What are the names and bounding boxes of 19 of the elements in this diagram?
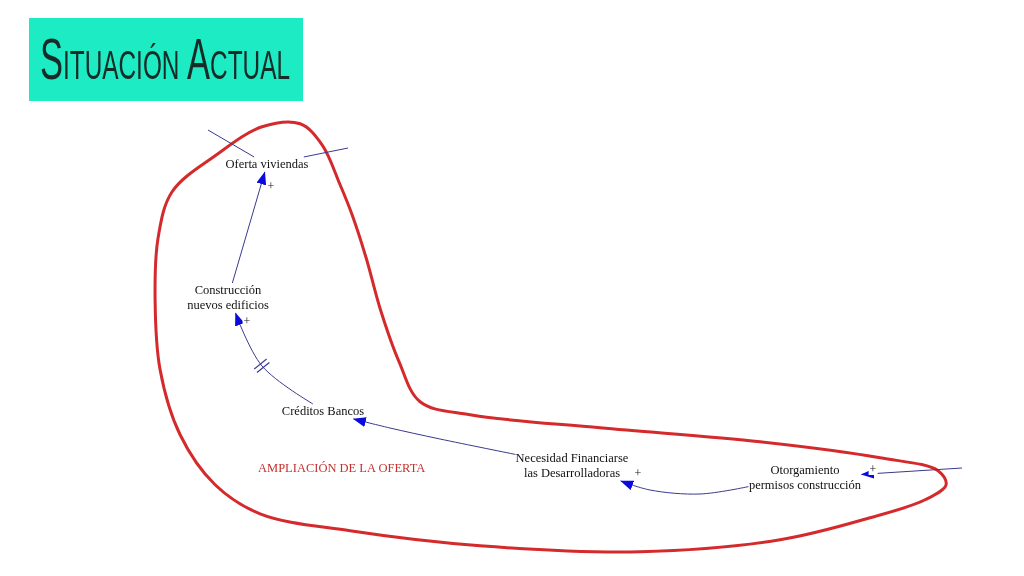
connector-line [303,147,349,158]
polarity-sign: + [242,315,252,327]
loop-name: AMPLIACIÓN DE LA OFERTA [258,461,426,476]
variable-name: Otorgamiento permisos construcción [748,463,862,493]
polarity-sign: + [633,467,643,479]
feedback-loop-outline [152,120,949,555]
arrow [352,417,516,455]
variable-name: Créditos Bancos [281,404,365,419]
variable-name: Construcción nuevos edificios [187,283,269,313]
variable-name: Necesidad Financiarse las Desarrolladoras [515,451,629,481]
arrow [620,480,749,495]
arrow [235,312,314,405]
slide-title: Situación Actual [40,25,290,93]
arrow [231,171,267,284]
polarity-sign: + [868,463,878,475]
connector-line [207,129,255,158]
polarity-sign: + [266,180,276,192]
arrow [861,467,963,479]
variable-name: Oferta viviendas [225,157,309,172]
